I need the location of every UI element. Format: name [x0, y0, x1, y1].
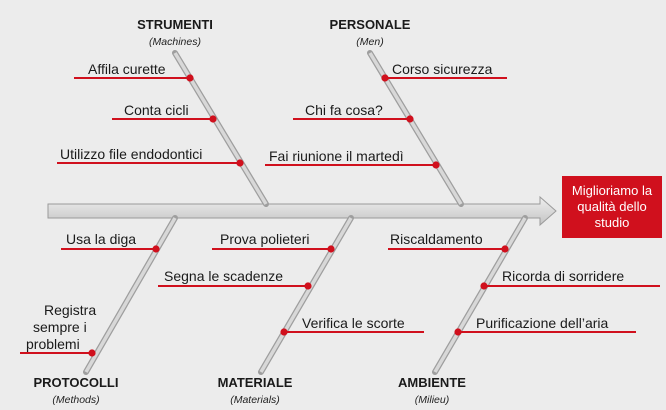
category-subtitle-materiale: (Materials) [230, 394, 280, 406]
category-title-strumenti: STRUMENTI [137, 17, 213, 32]
category-subtitle-protocolli: (Methods) [52, 394, 99, 406]
cause-label: Utilizzo file endodontici [60, 146, 202, 162]
cause-label: Prova polieteri [220, 231, 310, 247]
cause-label: Fai riunione il martedì [269, 148, 404, 164]
category-title-personale: PERSONALE [330, 17, 411, 32]
cause-label: Affila curette [88, 61, 166, 77]
effect-box: Miglioriamo la qualità dello studio [562, 176, 662, 238]
cause-label: sempre i [33, 319, 87, 335]
cause-ambiente-2: Ricorda di sorridere [480, 268, 660, 290]
cause-ambiente-3: Purificazione dell’aria [454, 315, 636, 336]
category-title-protocolli: PROTOCOLLI [34, 375, 119, 390]
cause-materiale-2: Segna le scadenze [158, 268, 312, 290]
cause-label: Purificazione dell’aria [476, 315, 609, 331]
cause-label: Verifica le scorte [302, 315, 405, 331]
main-spine-arrow [47, 195, 557, 227]
category-subtitle-strumenti: (Machines) [149, 36, 201, 48]
cause-label: Ricorda di sorridere [502, 268, 624, 284]
cause-materiale-1: Prova polieteri [212, 231, 335, 253]
cause-protocolli-2: Registra sempre i problemi [20, 302, 96, 357]
cause-label: Chi fa cosa? [305, 102, 383, 118]
cause-protocolli-1: Usa la diga [61, 231, 160, 253]
cause-strumenti-2: Conta cicli [112, 102, 217, 123]
cause-personale-3: Fai riunione il martedì [265, 148, 440, 169]
cause-label: Riscaldamento [390, 231, 483, 247]
cause-label: problemi [26, 336, 80, 352]
cause-label: Usa la diga [66, 231, 136, 247]
cause-personale-2: Chi fa cosa? [293, 102, 414, 123]
cause-personale-1: Corso sicurezza [381, 61, 507, 82]
category-subtitle-ambiente: (Milieu) [415, 394, 449, 406]
cause-strumenti-3: Utilizzo file endodontici [57, 146, 244, 167]
cause-strumenti-1: Affila curette [74, 61, 194, 82]
cause-label: Registra [44, 302, 96, 318]
cause-label: Corso sicurezza [392, 61, 493, 77]
cause-label: Segna le scadenze [164, 268, 283, 284]
cause-label: Conta cicli [124, 102, 189, 118]
category-subtitle-personale: (Men) [356, 36, 383, 48]
category-title-materiale: MATERIALE [218, 375, 293, 390]
category-title-ambiente: AMBIENTE [398, 375, 466, 390]
cause-ambiente-1: Riscaldamento [388, 231, 509, 253]
cause-materiale-3: Verifica le scorte [280, 315, 424, 336]
effect-label: Miglioriamo la qualità dello studio [571, 183, 653, 230]
